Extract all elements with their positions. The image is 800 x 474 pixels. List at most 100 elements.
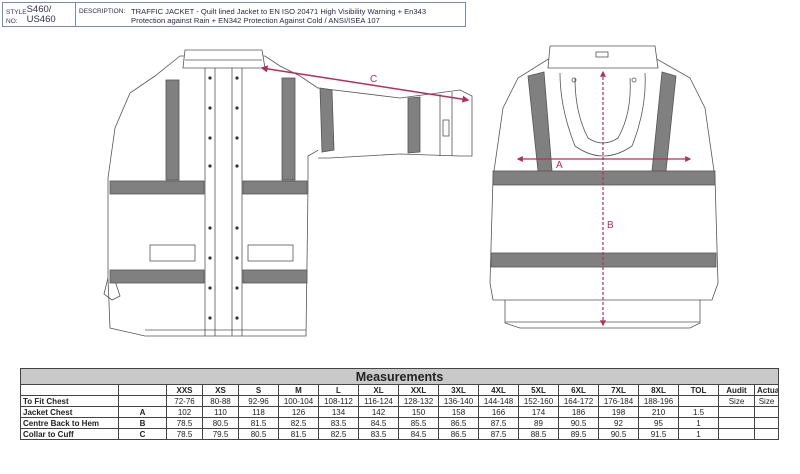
size-header-xl: XL — [358, 384, 399, 396]
style-label: STYLE NO: — [6, 9, 27, 25]
table-cell: 85.5 — [398, 417, 439, 429]
size-header-xxl: XXL — [398, 384, 439, 396]
table-cell: 72-76 — [166, 395, 203, 407]
size-header-5xl: 5XL — [518, 384, 559, 396]
label-a: A — [556, 160, 563, 171]
style-box: STYLE NO: S460/ US460 — [2, 2, 76, 27]
row-code — [118, 395, 167, 407]
table-cell: 88.5 — [518, 428, 559, 440]
actual-cell — [753, 406, 780, 418]
table-cell: 136-140 — [438, 395, 479, 407]
actual-cell — [753, 417, 780, 429]
table-cell: 176-184 — [598, 395, 639, 407]
table-cell: 210 — [638, 406, 679, 418]
size-header-7xl: 7XL — [598, 384, 639, 396]
size-header-4xl: 4XL — [478, 384, 519, 396]
table-cell: 142 — [358, 406, 399, 418]
table-cell — [678, 395, 719, 407]
table-cell: 80.5 — [202, 417, 239, 429]
table-cell: 95 — [638, 417, 679, 429]
actual-cell — [753, 428, 780, 440]
table-cell: 80.5 — [238, 428, 279, 440]
table-cell: 83.5 — [318, 417, 359, 429]
table-cell: 102 — [166, 406, 203, 418]
tol-cell: 1 — [678, 417, 719, 429]
table-cell: 150 — [398, 406, 439, 418]
description-box: DESCRIPTION: TRAFFIC JACKET - Quilt line… — [76, 2, 466, 27]
table-cell: 87.5 — [478, 428, 519, 440]
table-cell: 118 — [238, 406, 279, 418]
tol-cell: 1.5 — [678, 406, 719, 418]
table-cell: 83.5 — [358, 428, 399, 440]
blank-header — [20, 384, 119, 396]
table-cell: 82.5 — [318, 428, 359, 440]
size-header-xs: XS — [202, 384, 239, 396]
row-label: Collar to Cuff — [20, 428, 119, 440]
row-label: Jacket Chest — [20, 406, 119, 418]
header: STYLE NO: S460/ US460 DESCRIPTION: TRAFF… — [2, 2, 466, 27]
table-cell: 134 — [318, 406, 359, 418]
table-cell: 186 — [558, 406, 599, 418]
row-label: Centre Back to Hem — [20, 417, 119, 429]
table-cell: 188-196 — [638, 395, 679, 407]
table-cell: 90.5 — [558, 417, 599, 429]
size-header-xxs: XXS — [166, 384, 203, 396]
table-cell: 78.5 — [166, 428, 203, 440]
size-header-l: L — [318, 384, 359, 396]
front-view — [103, 49, 473, 337]
table-title: Measurements — [19, 368, 780, 385]
table-cell: 164-172 — [558, 395, 599, 407]
table-cell: 91.5 — [638, 428, 679, 440]
row-code: C — [118, 428, 167, 440]
table-cell: 90.5 — [598, 428, 639, 440]
audit-cell — [718, 428, 755, 440]
audit-cell — [718, 406, 755, 418]
table-cell: 89.5 — [558, 428, 599, 440]
table-cell: 158 — [438, 406, 479, 418]
table-cell: 86.5 — [438, 417, 479, 429]
table-cell: 86.5 — [438, 428, 479, 440]
table-cell: 110 — [202, 406, 239, 418]
description-label: DESCRIPTION: — [79, 8, 126, 15]
row-code: B — [118, 417, 167, 429]
measurement-b: B — [600, 70, 614, 327]
audit-header: Audit — [718, 384, 755, 396]
table-cell: 92 — [598, 417, 639, 429]
blank-header — [118, 384, 167, 396]
back-view — [489, 45, 719, 329]
table-cell: 174 — [518, 406, 559, 418]
table-cell: 89 — [518, 417, 559, 429]
size-header-8xl: 8XL — [638, 384, 679, 396]
row-label: To Fit Chest — [20, 395, 119, 407]
table-cell: 82.5 — [278, 417, 319, 429]
size-header-6xl: 6XL — [558, 384, 599, 396]
label-c: C — [370, 74, 377, 85]
table-cell: 80-88 — [202, 395, 239, 407]
table-cell: 100-104 — [278, 395, 319, 407]
table-cell: 166 — [478, 406, 519, 418]
table-cell: 81.5 — [278, 428, 319, 440]
tol-header: TOL — [678, 384, 719, 396]
table-cell: 84.5 — [358, 417, 399, 429]
label-b: B — [607, 220, 614, 231]
table-cell: Size — [718, 395, 755, 407]
measurement-c: C — [260, 65, 470, 103]
description-text: TRAFFIC JACKET - Quilt lined Jacket to E… — [131, 7, 427, 25]
row-code: A — [118, 406, 167, 418]
table-cell: Size — [753, 395, 780, 407]
table-cell: 116-124 — [358, 395, 399, 407]
table-cell: 198 — [598, 406, 639, 418]
audit-cell — [718, 417, 755, 429]
table-cell: 87.5 — [478, 417, 519, 429]
table-cell: 108-112 — [318, 395, 359, 407]
table-cell: 152-160 — [518, 395, 559, 407]
size-header-3xl: 3XL — [438, 384, 479, 396]
